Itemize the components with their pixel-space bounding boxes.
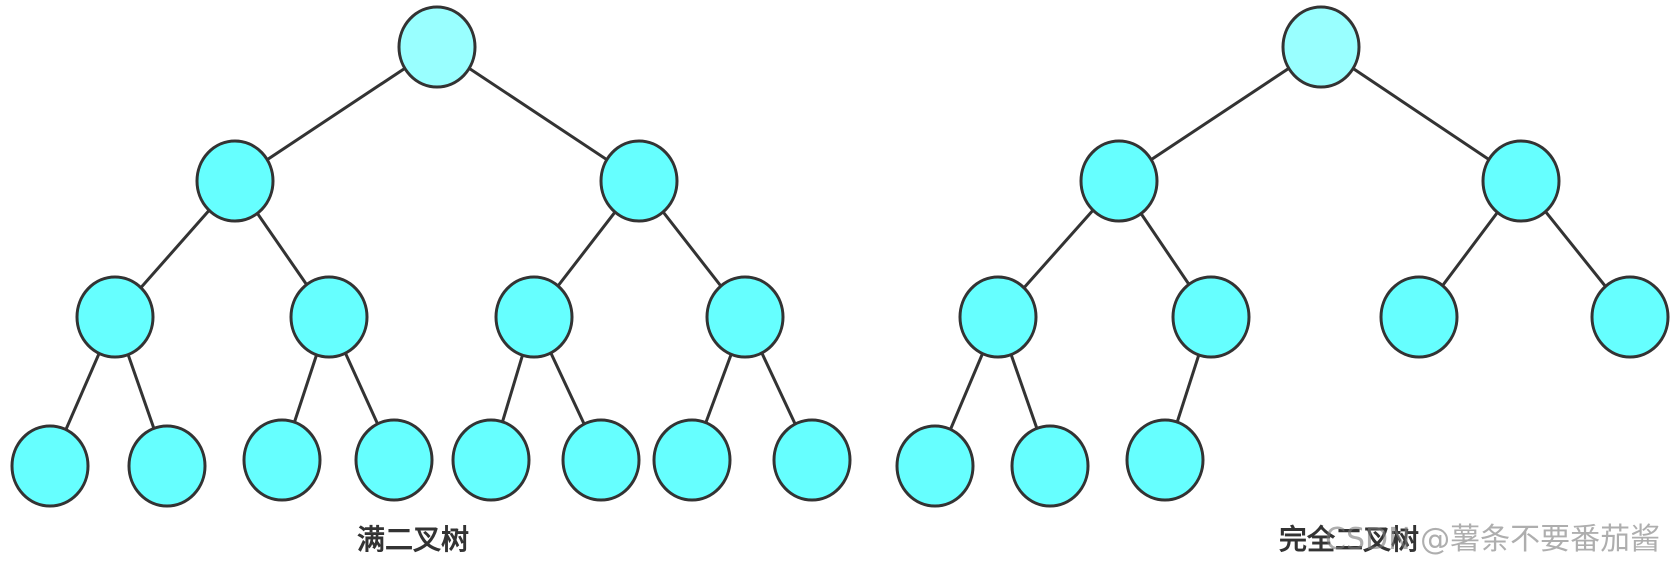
tree-node bbox=[599, 139, 679, 223]
tree-node bbox=[652, 418, 732, 502]
tree-node bbox=[772, 418, 852, 502]
tree-node bbox=[494, 275, 574, 359]
tree-node bbox=[895, 424, 975, 508]
tree-root-node bbox=[397, 5, 477, 89]
full-binary-tree bbox=[10, 5, 852, 508]
complete-binary-tree-caption: 完全二叉树 bbox=[1279, 523, 1420, 556]
tree-node bbox=[1481, 139, 1561, 223]
tree-root-node bbox=[1281, 5, 1361, 89]
tree-node bbox=[242, 418, 322, 502]
tree-node bbox=[354, 418, 434, 502]
tree-edge bbox=[234, 45, 438, 183]
tree-node bbox=[1590, 275, 1670, 359]
tree-node bbox=[127, 424, 207, 508]
tree-node bbox=[10, 424, 90, 508]
tree-node bbox=[1079, 139, 1159, 223]
tree-node bbox=[561, 418, 641, 502]
tree-node bbox=[958, 275, 1038, 359]
tree-node bbox=[451, 418, 531, 502]
tree-edge bbox=[1118, 45, 1322, 183]
tree-node bbox=[289, 275, 369, 359]
full-binary-tree-caption: 满二叉树 bbox=[357, 523, 470, 556]
watermark-text: CSDN @薯条不要番茄酱 bbox=[1325, 522, 1661, 557]
tree-node bbox=[1379, 275, 1459, 359]
tree-node bbox=[75, 275, 155, 359]
tree-node bbox=[1010, 424, 1090, 508]
tree-node bbox=[1125, 418, 1205, 502]
tree-node bbox=[1171, 275, 1251, 359]
tree-node bbox=[195, 139, 275, 223]
tree-node bbox=[705, 275, 785, 359]
tree-edge bbox=[436, 45, 640, 183]
complete-binary-tree bbox=[895, 5, 1670, 508]
